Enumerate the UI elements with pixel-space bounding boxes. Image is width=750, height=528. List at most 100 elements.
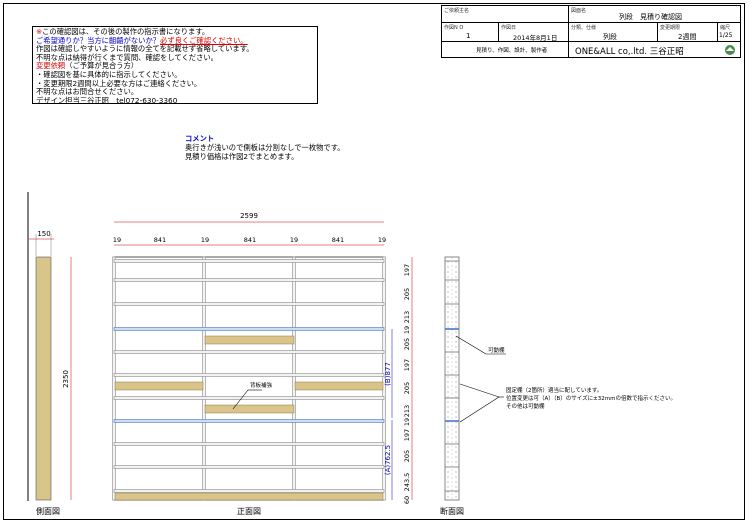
shelf-pin-hole [447, 266, 449, 268]
right-dim-label: 213 [403, 311, 411, 323]
shelf-pin-hole [455, 431, 457, 433]
shelf-pin-hole [447, 396, 449, 398]
shelf-pin-hole [447, 356, 449, 358]
shelf [113, 373, 385, 377]
back-reinforcement-board [204, 404, 295, 414]
shelf-pin-hole [455, 461, 457, 463]
shelf-pin-hole [455, 481, 457, 483]
notice-line-7: ・変更期限2週間以上必要な方はご連絡ください。 [36, 78, 202, 88]
drawing-canvas: 150 2350 2599 19 841 19 841 19 841 19 19… [27, 192, 676, 516]
svg-text:可動棚: 可動棚 [488, 346, 505, 354]
fixed-shelf-note: 固定棚（2箇所）適当に配しています。 位置変更は可（A）（B）のサイズに±32m… [459, 383, 676, 423]
shelf-pin-hole [455, 416, 457, 418]
shelf-pin-hole [455, 451, 457, 453]
total-width-dim: 2599 [114, 212, 384, 223]
notice-line-9: デザイン担当三谷正昭 tel072-630-3360 [36, 95, 178, 105]
back-reinforcement-board [114, 492, 384, 501]
side-view-label: 側面図 [36, 506, 60, 516]
right-dim-label: 197 [403, 264, 411, 276]
right-dim-label: 213 [403, 405, 411, 417]
right-dim-label: 205 [403, 288, 411, 300]
right-dim-label: 197 [403, 359, 411, 371]
shelf-pin-hole [447, 381, 449, 383]
side-depth-dim: 150 [29, 230, 54, 256]
shelf-pin-hole [447, 411, 449, 413]
shelf-pin-hole [455, 376, 457, 378]
shelf-pin-hole [447, 336, 449, 338]
shelf-pin-hole [455, 351, 457, 353]
svg-text:2599: 2599 [240, 212, 258, 220]
right-dim-label: 197 [403, 429, 411, 441]
shelf-pin-hole [447, 386, 449, 388]
shelf-pin-hole [455, 266, 457, 268]
shelf [113, 302, 385, 306]
shelf [113, 259, 385, 263]
title-block: ご依頼主名 図面名 列段 見積り確認図 作図N O 1 作図日 2014年8月1… [441, 5, 741, 58]
shelf-pin-hole [447, 316, 449, 318]
shelf-pin-hole [447, 401, 449, 403]
shelf-pin-hole [455, 426, 457, 428]
fixed-note-line-2: 位置変更は可（A）（B）のサイズに±32mmの倍数で指示ください。 [506, 394, 676, 402]
shelf-pin-hole [447, 441, 449, 443]
right-dim-label: 19 [403, 418, 411, 426]
shelf-pin-hole [455, 336, 457, 338]
shelf-pin-hole [455, 311, 457, 313]
vertical-divider [112, 256, 116, 501]
side-panel [35, 256, 52, 501]
right-dim-label: 205 [403, 382, 411, 394]
shelf-pin-hole [447, 446, 449, 448]
shelf-pin-hole [455, 466, 457, 468]
shelf-pin-hole [455, 301, 457, 303]
shelf-pin-hole [455, 411, 457, 413]
shelf-pin-hole [447, 361, 449, 363]
gap-label: 19 [201, 236, 209, 244]
shelf-pin-hole [447, 301, 449, 303]
fixed-shelf-callout: 背板補強 [232, 381, 273, 410]
svg-text:150: 150 [37, 230, 50, 238]
shelf-pin-hole [455, 276, 457, 278]
shelf-pin-hole [447, 406, 449, 408]
maker-cell: ONE&ALL co,.ltd. 三谷正昭 [568, 41, 741, 58]
notice-line-2: ご希望通りか？当方に齟齬がないか？必ず良くご確認ください。 [36, 35, 248, 45]
vertical-divider [382, 256, 386, 501]
drawing-name: 列段 見積り確認図 [619, 13, 682, 21]
shelf-pin-hole [455, 476, 457, 478]
gap-label: 19 [290, 236, 298, 244]
comment-line-2: 見積り価格は作図2でまとめます。 [185, 152, 299, 161]
shelf-pin-hole [447, 481, 449, 483]
shelf-pin-hole [447, 306, 449, 308]
shelf-pin-hole [455, 286, 457, 288]
shelf-pin-hole [455, 486, 457, 488]
front-view [112, 256, 386, 501]
shelf-pin-hole [455, 321, 457, 323]
notice-line-3: 作図は確認しやすいように情報の全てを記載せず省略しています。 [36, 44, 254, 54]
section-view-label: 断面図 [440, 506, 464, 516]
shelf-pin-hole [447, 461, 449, 463]
shelf-pin-hole [455, 281, 457, 283]
shelf-pin-hole [447, 486, 449, 488]
movable-shelf-callout: 可動棚 [455, 335, 506, 355]
shelf-pin-hole [447, 421, 449, 423]
notice-line-1: ※この確認図は、その後の製作の指示書になります。 [36, 27, 210, 36]
shelf [113, 442, 385, 446]
right-dim-label: 205 [403, 450, 411, 462]
shelf-pin-hole [447, 351, 449, 353]
shelf-pin-hole [447, 346, 449, 348]
gap-label: 841 [244, 236, 256, 244]
right-dim-label: 205 [403, 338, 411, 350]
shelf-pin-hole [455, 371, 457, 373]
shelf-pin-hole [455, 291, 457, 293]
notice-line-5: 変更依頼（ご予算が見合う方） [36, 61, 139, 71]
zone-a-label: (A)762.5 [384, 445, 392, 475]
shelf-pin-hole [447, 476, 449, 478]
shelf-pin-hole [447, 321, 449, 323]
shelf-pin-hole [447, 391, 449, 393]
fixed-note-line-3: その他は可動棚 [506, 402, 545, 410]
back-reinforcement-board [294, 381, 384, 391]
height-dim: 2350 [62, 257, 72, 500]
shelf-pin-hole [455, 341, 457, 343]
shelf-pin-hole [455, 316, 457, 318]
shelf [113, 350, 385, 354]
gap-dimensions: 19 841 19 841 19 841 19 [113, 236, 386, 246]
shelf-pin-hole [447, 341, 449, 343]
